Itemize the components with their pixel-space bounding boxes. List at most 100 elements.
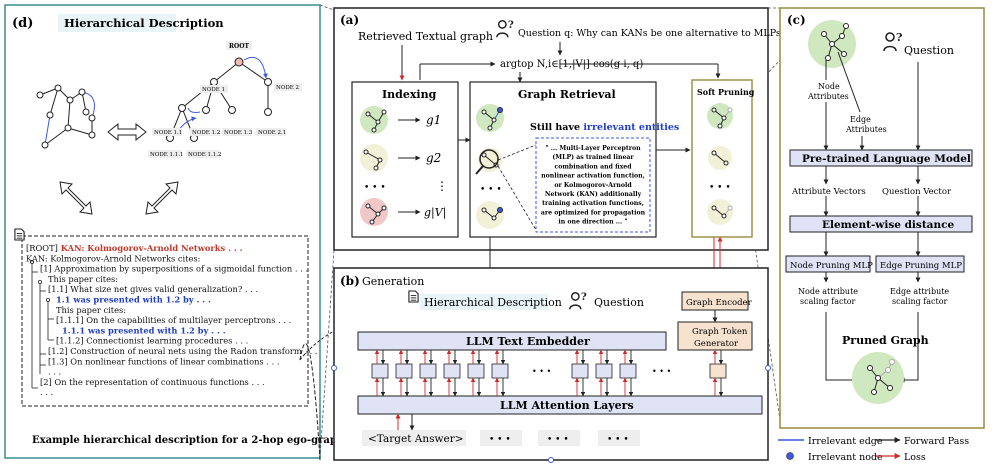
description-line-prefix: [1] (40, 264, 52, 274)
small-ego-graph-nodes (36, 84, 96, 149)
pruned-graphs (707, 103, 733, 225)
description-line-prefix: [2] (40, 377, 52, 387)
llm-text-embedder-label: LLM Text Embedder (466, 335, 590, 348)
tree-label-node2: NODE 2 (276, 85, 299, 91)
token-column (371, 349, 389, 397)
g-label-v: g|V| (424, 206, 446, 220)
token-columns: • • •• • • (371, 349, 727, 397)
description-line-prefix: [1.2] (48, 346, 68, 356)
description-line-prefix: [1.1] (48, 284, 68, 294)
description-line-prefix: . . . (48, 367, 61, 377)
indexing-title: Indexing (382, 88, 437, 101)
legend-forward-pass: Forward Pass (904, 436, 969, 447)
indexing-ellipsis: • • • (364, 183, 386, 193)
panel-b-question: Question (594, 296, 644, 309)
double-arrow-h (107, 122, 147, 142)
edge-attr-label-1: Edge (850, 115, 871, 124)
answer-ellipsis-3 (598, 430, 640, 446)
token-column (419, 349, 437, 397)
node-attr-label-1: Node (818, 82, 840, 91)
description-lines: [ROOT] KAN: Kolmogorov-Arnold Networks .… (26, 243, 318, 397)
llm-attention-box (357, 395, 763, 415)
token-column (709, 349, 727, 397)
description-line: 1.1 was presented with 1.2 by . . . (56, 295, 211, 305)
description-line-text: Construction of neural nets using the Ra… (68, 346, 318, 356)
quote-line: combination and fixed (554, 163, 632, 170)
description-box (21, 235, 309, 407)
double-arrow-diag-right (145, 181, 179, 215)
text-token (371, 363, 389, 379)
edge-attr-label-2: Attributes (845, 125, 887, 134)
double-arrow-diag-left (59, 181, 93, 215)
token-column (395, 349, 413, 397)
edge-mlp-label: Edge Pruning MLP (880, 261, 962, 271)
text-token (571, 363, 589, 379)
handle-bottom (548, 457, 554, 463)
panel-d-title-bg (58, 14, 176, 32)
attr-vectors-label: Attribute Vectors (791, 187, 866, 197)
graph-retrieval-title: Graph Retrieval (518, 88, 616, 101)
quote-line: (MLP) as trained linear (552, 154, 634, 161)
answer-ellipsis-text-3: • • • (607, 435, 629, 445)
magnifier-lens (479, 149, 499, 169)
graph-token-generator-box (677, 321, 753, 351)
quote-line: or Kolmogorov-Arnold (554, 182, 632, 189)
soft-pruning-title: Soft Pruning (697, 87, 755, 97)
graph-token (709, 363, 727, 379)
pruning-ellipsis: • • • (709, 183, 731, 193)
token-column (491, 349, 509, 397)
handle-left (331, 365, 337, 371)
tree-label-node112: NODE 1.1.2 (188, 152, 222, 158)
input-graph-c (821, 23, 849, 61)
description-line-text: On the capabilities of multilayer percep… (84, 315, 292, 325)
description-line-prefix: . . . (40, 387, 53, 397)
tree-label-node21: NODE 2.1 (258, 130, 286, 136)
token-column (467, 349, 485, 397)
retrieved-graph-label: Retrieved Textual graph (358, 30, 493, 43)
description-line: [ROOT] KAN: Kolmogorov-Arnold Networks .… (26, 243, 243, 253)
retrieval-ellipsis: • • • (480, 185, 502, 195)
tree-label-node13: NODE 1.3 (224, 130, 253, 136)
pruned-graph-c (867, 359, 895, 395)
tree-label-node111: NODE 1.1.1 (150, 152, 184, 158)
description-line-text: 1.1 was presented with 1.2 by . . . (56, 295, 211, 305)
edge-scaling-1: Edge attribute (890, 287, 949, 296)
graph-token-label-2: Generator (694, 339, 739, 349)
g-label-2: g2 (426, 151, 441, 165)
target-answer-label: <Target Answer> (368, 433, 464, 445)
graph-encoder-label: Graph Encoder (686, 298, 753, 308)
token-column (443, 349, 461, 397)
panel-b-hier-desc: Hierarchical Description (424, 296, 562, 309)
legend: Irrelevant edge Forward Pass Irrelevant … (778, 436, 969, 463)
text-token (595, 363, 613, 379)
retrieval-graphs (475, 104, 504, 229)
description-line-prefix: [1.3] (48, 356, 68, 366)
indexing-graphs (360, 106, 421, 226)
hierarchy-tree-labels: ROOT NODE 1 NODE 2 NODE 1.1 NODE 1.2 NOD… (148, 41, 302, 158)
node-scaling-2: scaling factor (800, 297, 856, 306)
text-token (619, 363, 637, 379)
quote-line: Network (KAN) additionally (545, 191, 642, 198)
doc-icon-b (408, 290, 419, 303)
quote-line: nonlinear activation function, (541, 173, 645, 180)
quote-line: " ... Multi-Layer Perceptron (545, 145, 641, 152)
target-answer-box (362, 430, 466, 446)
panel-c-arrows (823, 51, 921, 383)
description-line: . . . (48, 367, 61, 377)
description-tree-lines (29, 259, 54, 389)
tree-label-node11: NODE 1.1 (154, 130, 182, 136)
node-mlp-label: Node Pruning MLP (790, 261, 873, 271)
tree-label-root: ROOT (229, 43, 249, 50)
tree-label-node12: NODE 1.2 (192, 130, 220, 136)
description-line-text: This paper cites: (48, 274, 118, 284)
legend-loss: Loss (904, 452, 926, 463)
hierarchy-tree-nodes (166, 57, 272, 142)
panel-b-label: (b) (340, 274, 360, 288)
panel-b-title: Generation (362, 275, 424, 288)
panel-c: (c) Question Node Attributes Edge Attrib… (779, 7, 985, 429)
answer-ellipsis-2 (538, 430, 580, 446)
description-line-prefix: [ROOT] (26, 243, 58, 253)
edge-mlp-box (875, 255, 965, 273)
description-line-prefix: [1.1.2] (56, 336, 84, 346)
legend-irrelevant-node: Irrelevant node (808, 452, 883, 463)
